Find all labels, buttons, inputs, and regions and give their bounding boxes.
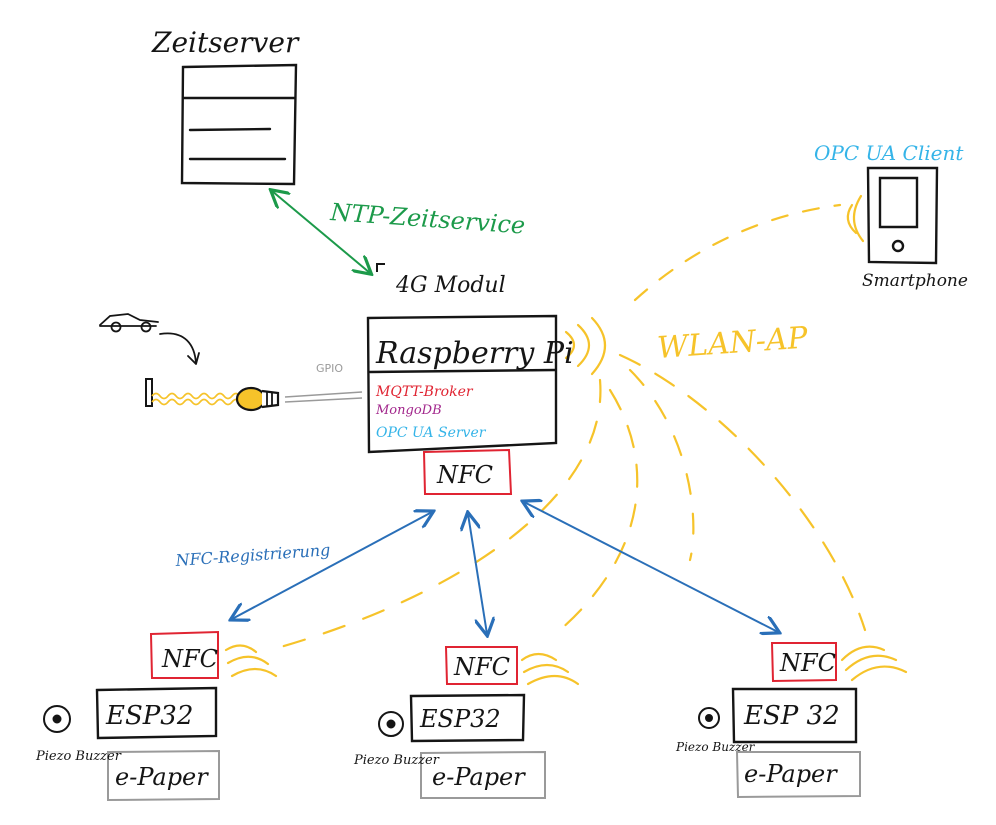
node-2-mcu-label: ESP32 [419,705,501,733]
wlan-label: WLAN-AP [656,320,810,365]
node-3-mcu-box [731,687,858,744]
opc-client-label: OPC UA Client [814,141,964,165]
gpio-wires [284,391,363,403]
node-2-mcu-box [409,693,526,743]
node-1-nfc-box [149,630,219,679]
antenna-icon [376,263,385,272]
pi-title: Raspberry Pi [375,336,574,371]
node-1-display-box [107,749,220,802]
node-3-buzzer-label: Piezo Buzzer [675,740,756,754]
ntp-arrow [272,191,370,273]
light-beam [151,392,249,406]
pi-wifi-waves [564,316,606,376]
node-3-nfc-label: NFC [779,649,836,677]
node-3-display-label: e-Paper [744,760,838,788]
node-1-mcu-label: ESP32 [105,701,193,731]
node-2-buzzer-icon [378,711,404,737]
node-2-buzzer-label: Piezo Buzzer [353,753,440,768]
node-2-nfc-box [444,646,518,685]
pi-nfc-label: NFC [436,461,493,489]
node-1-display-label: e-Paper [115,763,209,791]
node-1-wifi-waves [224,644,278,678]
node-3-mcu-label: ESP 32 [743,701,840,731]
wlan-links [268,203,867,652]
node-3-wifi-waves [840,645,908,682]
node-2-display-box [420,750,546,799]
node-2-wifi-waves [520,652,580,686]
node-1-nfc-label: NFC [161,645,218,673]
node-1-buzzer-label: Piezo Buzzer [35,749,122,764]
gpio-label: GPIO [316,362,343,375]
registration-label: NFC-Registrierung [174,540,331,570]
node-1-buzzer-icon [43,705,71,733]
node-2-display-label: e-Paper [432,763,526,791]
node-1: NFC ESP32 e-Paper Piezo Buzzer [35,630,220,802]
car-icon [99,313,159,333]
node-2-nfc-label: NFC [453,653,510,681]
pi-service-mqtt: MQTT-Broker [375,384,474,400]
node-3: NFC ESP 32 e-Paper Piezo Buzzer [675,642,861,799]
pi-service-opcua: OPC UA Server [376,425,487,441]
smartphone-label: Smartphone [862,271,968,291]
timeserver-icon [180,63,298,186]
sensor-post-icon [145,378,153,407]
raspberry-pi-box [366,314,558,454]
car-arrow [159,332,200,365]
modem-label: 4G Modul [395,273,506,298]
node-3-buzzer-icon [698,707,720,729]
node-2: NFC ESP32 e-Paper Piezo Buzzer [353,646,546,799]
phone-wifi-waves [846,194,865,243]
pi-nfc-box [422,448,513,495]
node-3-nfc-box [770,642,837,683]
ntp-label: NTP-Zeitservice [329,198,527,240]
timeserver-title: Zeitserver [151,26,300,59]
nfc-registration-arrows [232,502,778,634]
node-1-mcu-box [95,686,218,740]
node-3-display-box [735,751,861,799]
pi-service-mongodb: MongoDB [375,403,442,418]
light-bulb-icon [235,386,280,412]
smartphone-icon [866,166,939,265]
